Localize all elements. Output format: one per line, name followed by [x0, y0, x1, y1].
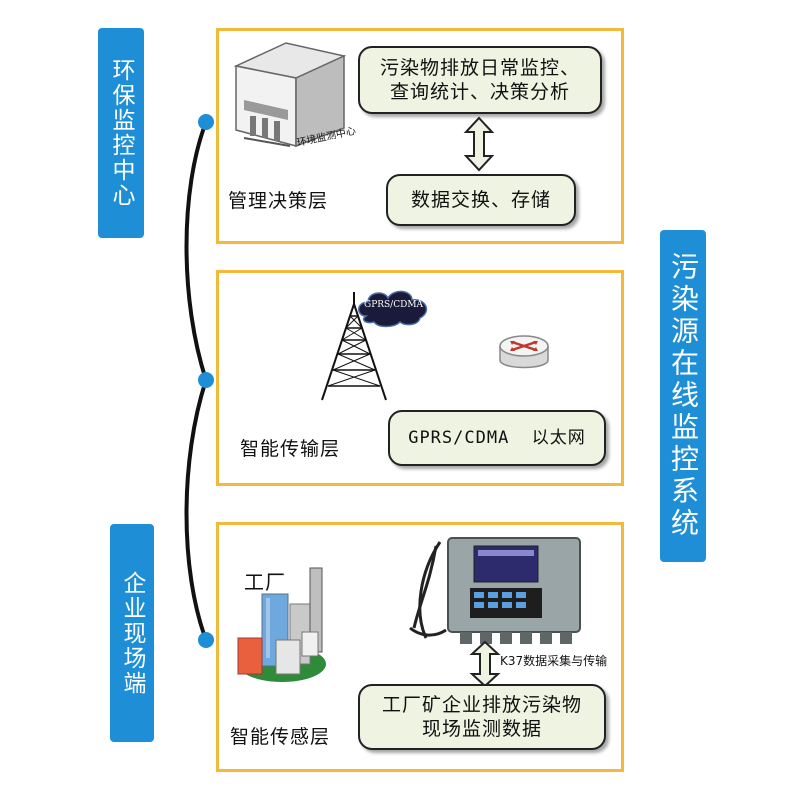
double-arrow-icon [463, 116, 495, 172]
device-caption: K37数据采集与传输 [500, 654, 608, 668]
data-exchange-box: 数据交换、存储 [386, 174, 576, 226]
radio-tower-icon [321, 292, 387, 401]
monitoring-query-box: 污染物排放日常监控、 查询统计、决策分析 [358, 46, 602, 114]
monitoring-query-line-1: 污染物排放日常监控、 [379, 57, 580, 79]
factory-caption: 工厂 [244, 570, 286, 594]
connector-dot-top [198, 114, 214, 130]
monitoring-center-tab: 环保监控中心 [98, 28, 144, 238]
system-title-tab: 污染源在线监控系统 [660, 230, 706, 562]
cloud-label: GPRS/CDMA [364, 300, 424, 310]
site-data-line-2: 现场监测数据 [421, 718, 542, 740]
connector-dot-bottom [198, 632, 214, 648]
data-logger-device-icon [409, 537, 581, 644]
monitoring-query-line-2: 查询统计、决策分析 [389, 81, 570, 103]
factory-icon [237, 567, 326, 682]
transmission-layer-label: 智能传输层 [240, 438, 341, 460]
device-double-arrow-icon [469, 640, 501, 688]
sensing-layer-label: 智能传感层 [230, 726, 331, 748]
connector-dot-middle [198, 372, 214, 388]
router-icon [499, 335, 549, 369]
site-data-line-1: 工厂矿企业排放污染物 [381, 694, 582, 716]
management-layer-label: 管理决策层 [228, 190, 329, 212]
network-box: GPRS/CDMA 以太网 [388, 410, 606, 466]
enterprise-site-tab: 企业现场端 [110, 524, 154, 742]
site-data-box: 工厂矿企业排放污染物 现场监测数据 [358, 684, 606, 750]
cloud-icon [358, 290, 428, 328]
building-icon [233, 42, 347, 148]
